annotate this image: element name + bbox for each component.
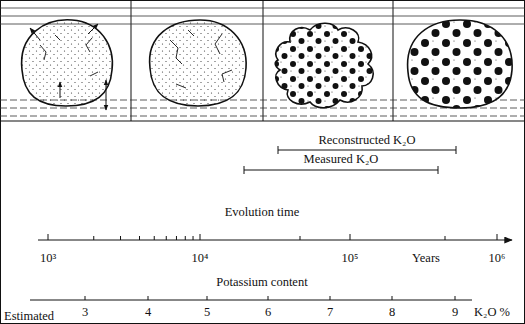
unit-label: K₂O % <box>474 306 510 319</box>
axis-tick <box>207 296 208 300</box>
tick-label: 9 <box>452 306 458 319</box>
axis-tick <box>455 296 456 300</box>
tick-label: 10⁶ <box>489 252 506 265</box>
axis-tick <box>48 234 49 240</box>
axis-tick <box>193 236 194 240</box>
tick-label: 10⁵ <box>342 252 359 265</box>
time-axis <box>38 234 512 240</box>
potassium-axis <box>30 296 472 300</box>
axis-tick <box>154 236 155 240</box>
sediment-layers <box>0 8 525 116</box>
nodule-stage-3 <box>275 23 373 108</box>
tick-label: 10³ <box>40 252 56 265</box>
axis-tick <box>176 236 177 240</box>
axis-title: Potassium content <box>216 276 307 289</box>
tick-label: 4 <box>145 306 151 319</box>
axis-tick <box>268 296 269 300</box>
tick-label: 8 <box>389 306 395 319</box>
tick-label: 10⁴ <box>192 252 209 265</box>
axis-title: Evolution time <box>225 206 300 219</box>
tick-label: 3 <box>82 306 88 319</box>
axis-tick <box>200 234 201 240</box>
axis-tick <box>185 236 186 240</box>
axis-tick <box>120 236 121 240</box>
tick-label: 6 <box>265 306 271 319</box>
axis-tick <box>148 296 149 300</box>
axis-tick <box>392 296 393 300</box>
axis-tick <box>330 296 331 300</box>
axis-tick <box>139 236 140 240</box>
axis-tick <box>166 236 167 240</box>
tick-label: 7 <box>327 306 333 319</box>
axis-tick <box>497 234 498 240</box>
bar-label: Reconstructed K₂O <box>318 134 415 147</box>
axis-tick <box>93 236 94 240</box>
unit-label: Years <box>412 252 440 265</box>
note-label: Estimated <box>4 310 54 323</box>
nodule-stage-1 <box>22 20 113 110</box>
nodule-stage-4 <box>408 20 513 108</box>
tick-label: 5 <box>204 306 210 319</box>
axis-tick <box>85 296 86 300</box>
range-bars <box>244 146 456 174</box>
nodule-stage-2 <box>150 20 247 106</box>
panel-separators <box>131 0 393 121</box>
bar-label: Measured K₂O <box>304 153 379 166</box>
axis-tick <box>350 234 351 240</box>
